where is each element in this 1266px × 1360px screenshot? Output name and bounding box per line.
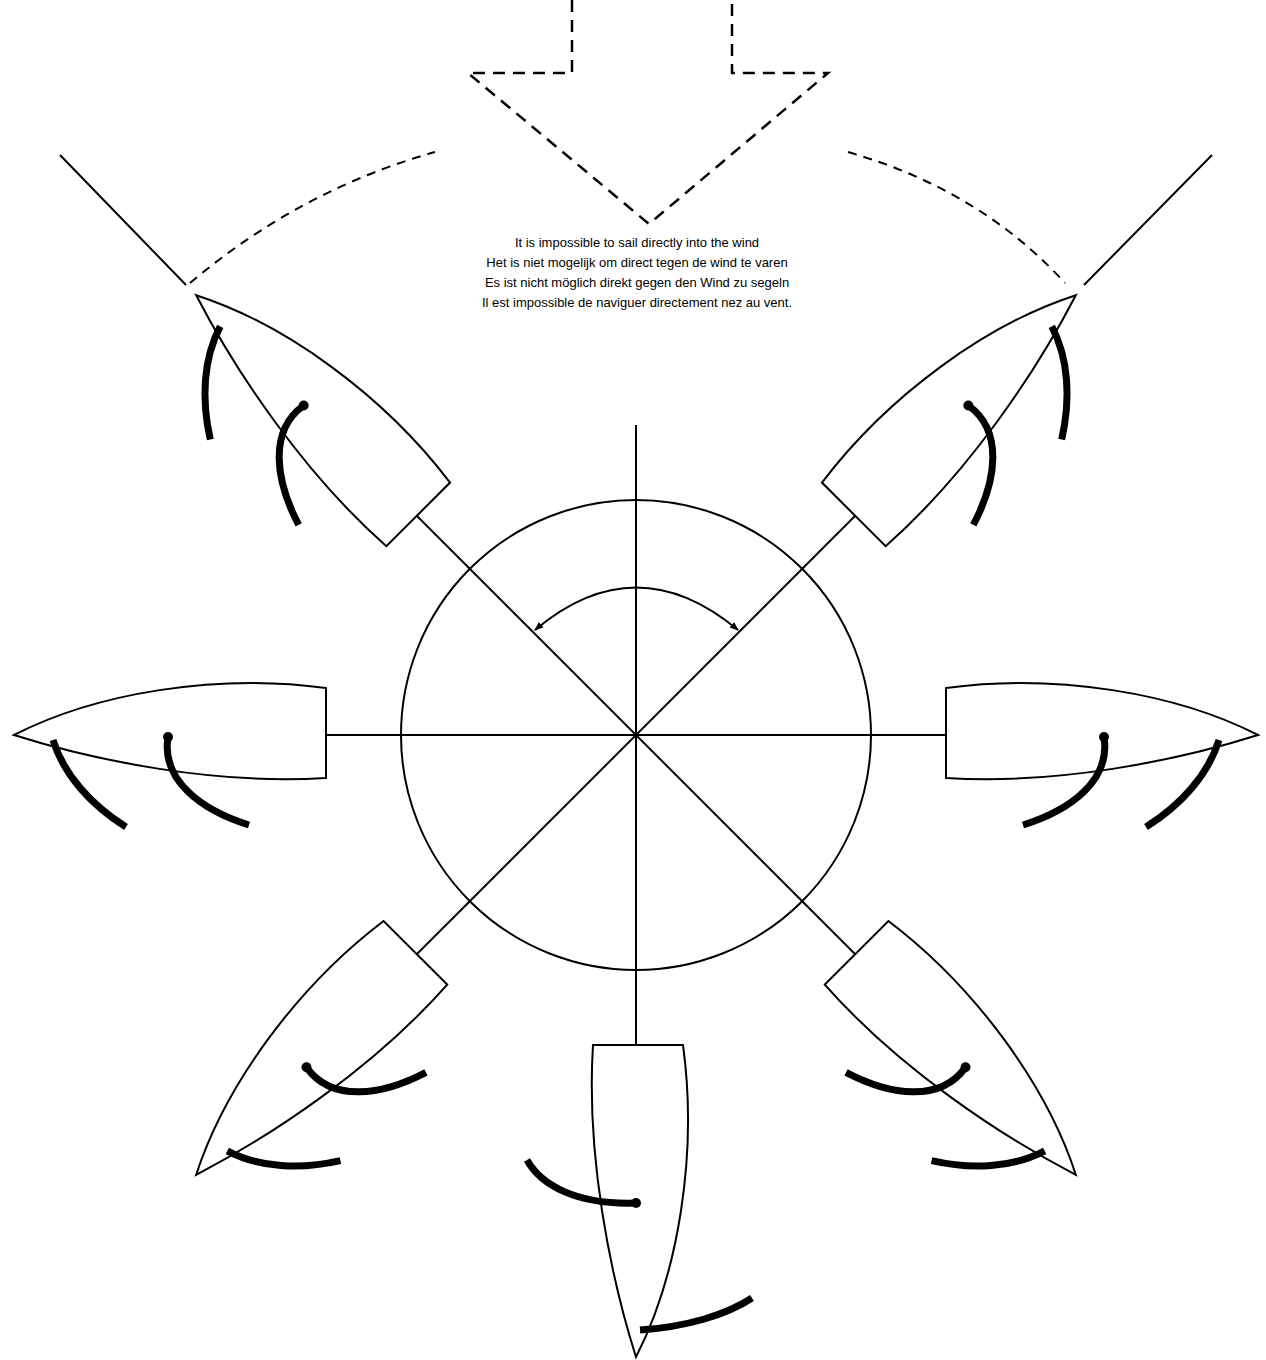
mainsail (846, 1010, 966, 1130)
jib (53, 740, 126, 827)
jib (1146, 740, 1219, 827)
jib (640, 1298, 752, 1330)
mast (163, 732, 173, 742)
note-text: Es ist nicht möglich direkt gegen den Wi… (482, 273, 792, 293)
mainsail (167, 737, 249, 825)
mast (297, 398, 311, 412)
sailboat (818, 258, 1140, 580)
sailboat (14, 683, 326, 827)
heading-line (1084, 155, 1212, 285)
jib (1000, 326, 1113, 439)
sailboat (159, 917, 481, 1239)
mainsail (1023, 737, 1105, 825)
axis-line (417, 516, 855, 954)
note-block: It is impossible to sail directly into t… (482, 233, 792, 313)
sailboat (790, 917, 1112, 1239)
note-text: Il est impossible de naviguer directemen… (482, 293, 792, 313)
note-text: Het is niet mogelijk om direct tegen de … (482, 253, 792, 273)
mast (299, 1060, 313, 1074)
jib (932, 1099, 1045, 1212)
sailboat (131, 258, 453, 580)
note-text: It is impossible to sail directly into t… (482, 233, 792, 253)
mainsail (911, 405, 1031, 525)
axis-line (417, 516, 855, 954)
angle-arrow (535, 588, 738, 631)
mainsail (306, 1010, 426, 1130)
mainsail (241, 405, 361, 525)
jib (227, 1099, 340, 1212)
mast (961, 398, 975, 412)
mast (631, 1198, 641, 1208)
jib (159, 326, 272, 439)
mast (958, 1060, 972, 1074)
wind-arrow (468, 0, 828, 224)
sailboat (946, 683, 1258, 827)
mast (1099, 732, 1109, 742)
sailboat (527, 1045, 752, 1357)
mainsail (527, 1160, 636, 1203)
no-go-arc (848, 152, 1065, 283)
boats (14, 258, 1258, 1357)
no-go-arc (190, 152, 435, 283)
heading-line (60, 155, 186, 285)
